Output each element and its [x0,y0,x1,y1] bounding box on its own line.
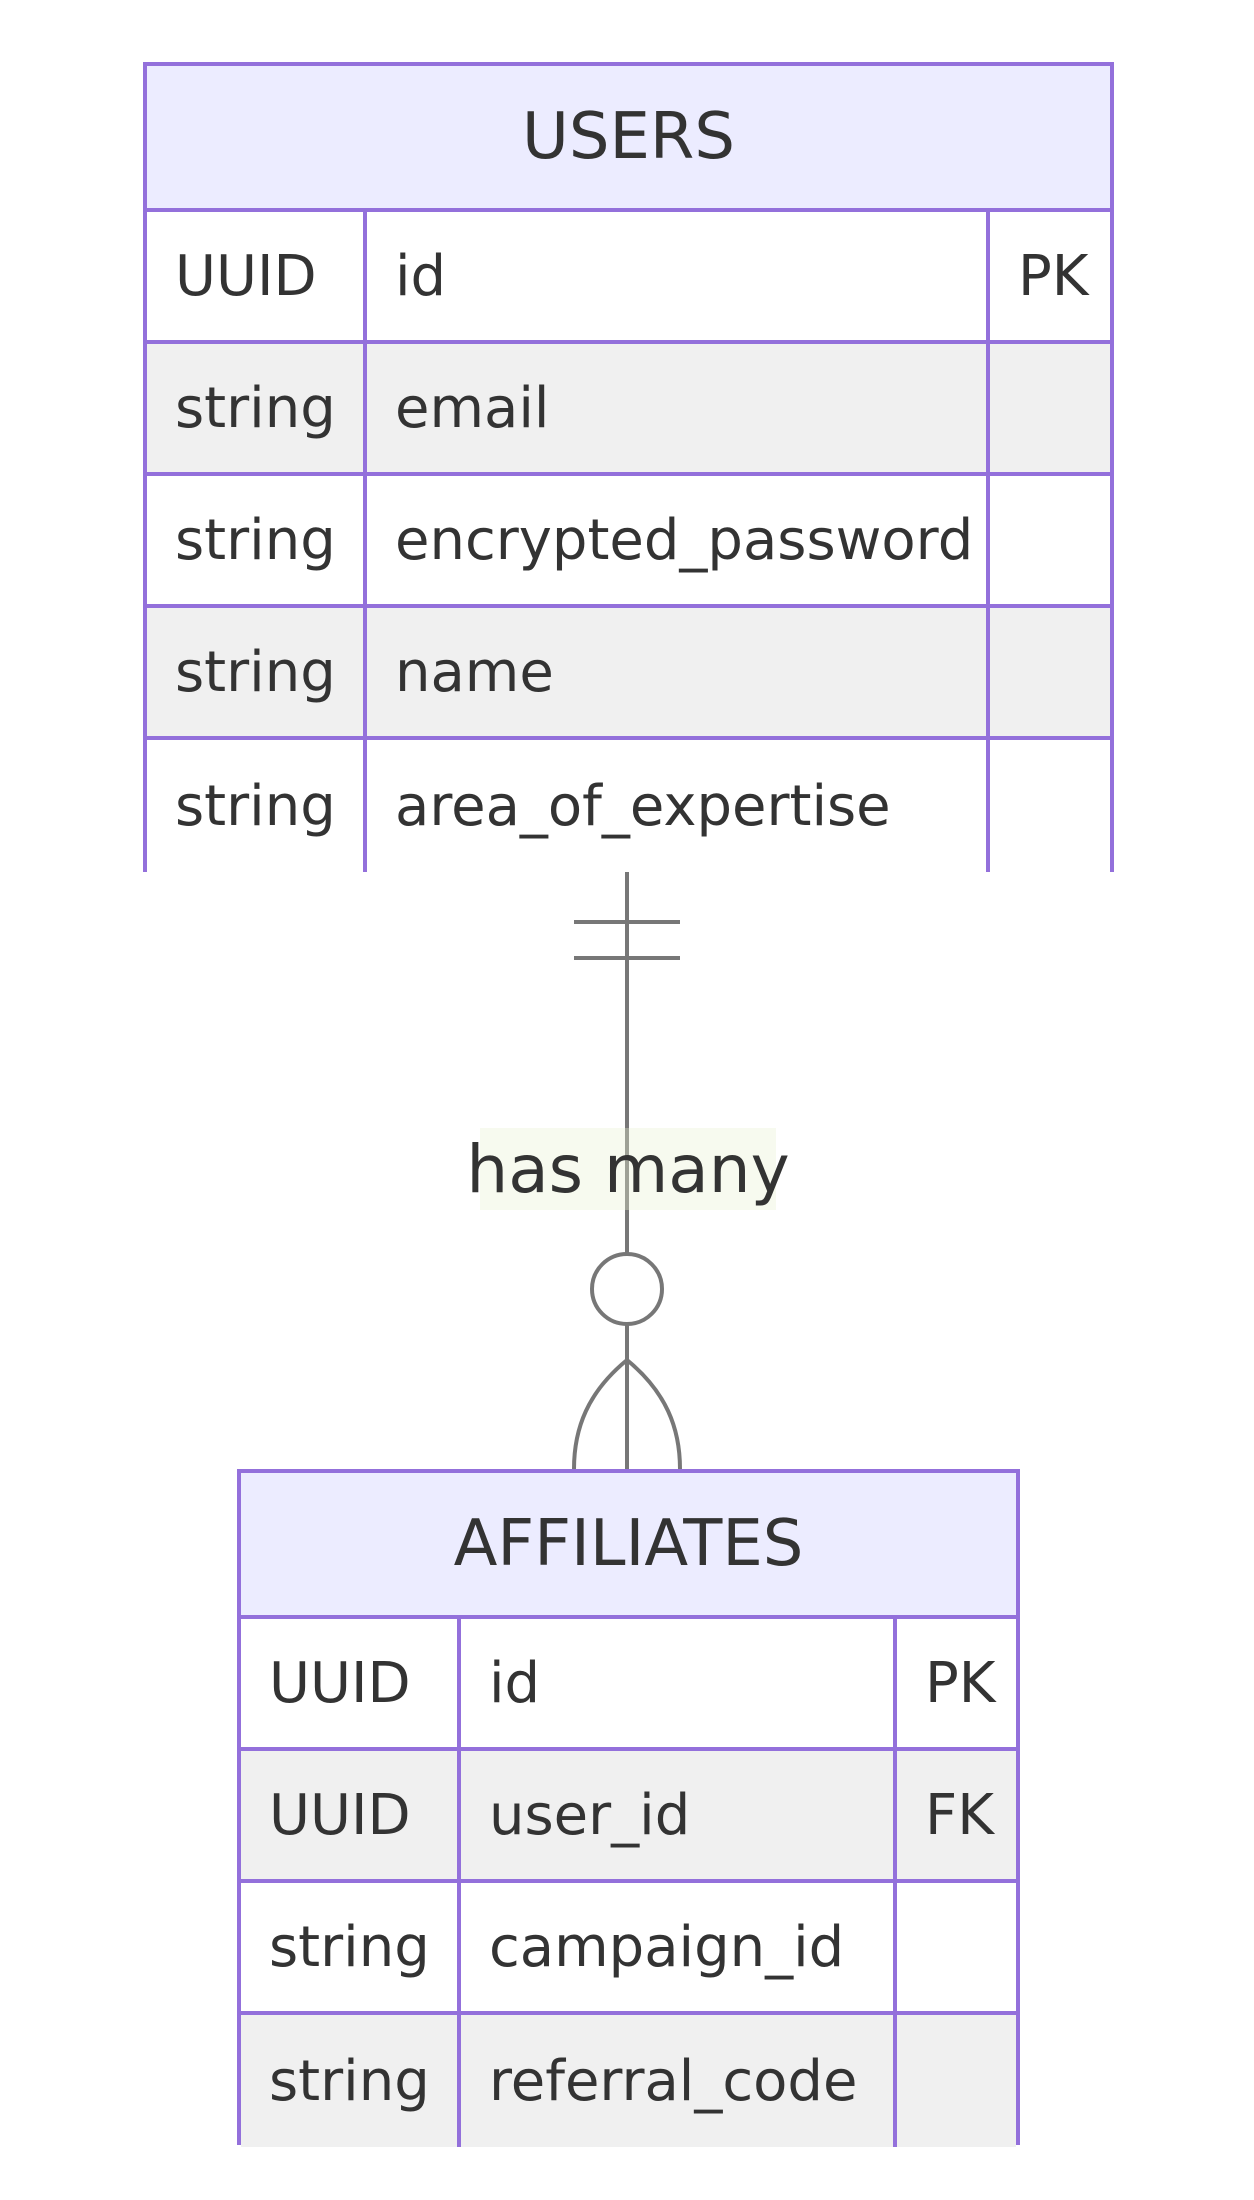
many-crowfoot [625,1358,682,1470]
attribute-row: UUID id PK [241,1619,1016,1751]
attribute-row: string name [147,608,1110,740]
attribute-key: PK [893,1619,1016,1747]
entity-users-title: USERS [147,66,1110,212]
entity-affiliates-title: AFFILIATES [241,1473,1016,1619]
attribute-key: PK [986,212,1110,340]
attribute-row: UUID user_id FK [241,1751,1016,1883]
relationship-label: has many [466,1128,790,1210]
attribute-type: string [175,639,336,705]
attribute-name: encrypted_password [363,476,986,604]
attribute-type: UUID [269,1650,411,1716]
attribute-key [893,1883,1016,2011]
attribute-name: id [363,212,986,340]
attribute-type: string [175,773,336,839]
many-crowfoot [572,1358,629,1470]
attribute-key [893,2015,1016,2147]
attribute-type: string [175,375,336,441]
attribute-row: string referral_code [241,2015,1016,2147]
attribute-key [986,740,1110,872]
attribute-row: string campaign_id [241,1883,1016,2015]
entity-users: USERS UUID id PK string email string enc… [143,62,1114,872]
attribute-name: area_of_expertise [363,740,986,872]
attribute-name: name [363,608,986,736]
attribute-row: string area_of_expertise [147,740,1110,872]
attribute-type: string [175,507,336,573]
attribute-row: string encrypted_password [147,476,1110,608]
attribute-row: UUID id PK [147,212,1110,344]
attribute-name: email [363,344,986,472]
attribute-row: string email [147,344,1110,476]
attribute-key [986,476,1110,604]
attribute-name: campaign_id [457,1883,893,2011]
attribute-name: referral_code [457,2015,893,2147]
attribute-key: FK [893,1751,1016,1879]
zero-cardinality-circle [590,1252,664,1326]
attribute-key [986,344,1110,472]
attribute-type: UUID [269,1782,411,1848]
attribute-type: UUID [175,243,317,309]
entity-affiliates: AFFILIATES UUID id PK UUID user_id FK st… [237,1469,1020,2147]
attribute-type: string [269,2048,430,2114]
attribute-name: id [457,1619,893,1747]
attribute-key [986,608,1110,736]
attribute-name: user_id [457,1751,893,1879]
attribute-type: string [269,1914,430,1980]
